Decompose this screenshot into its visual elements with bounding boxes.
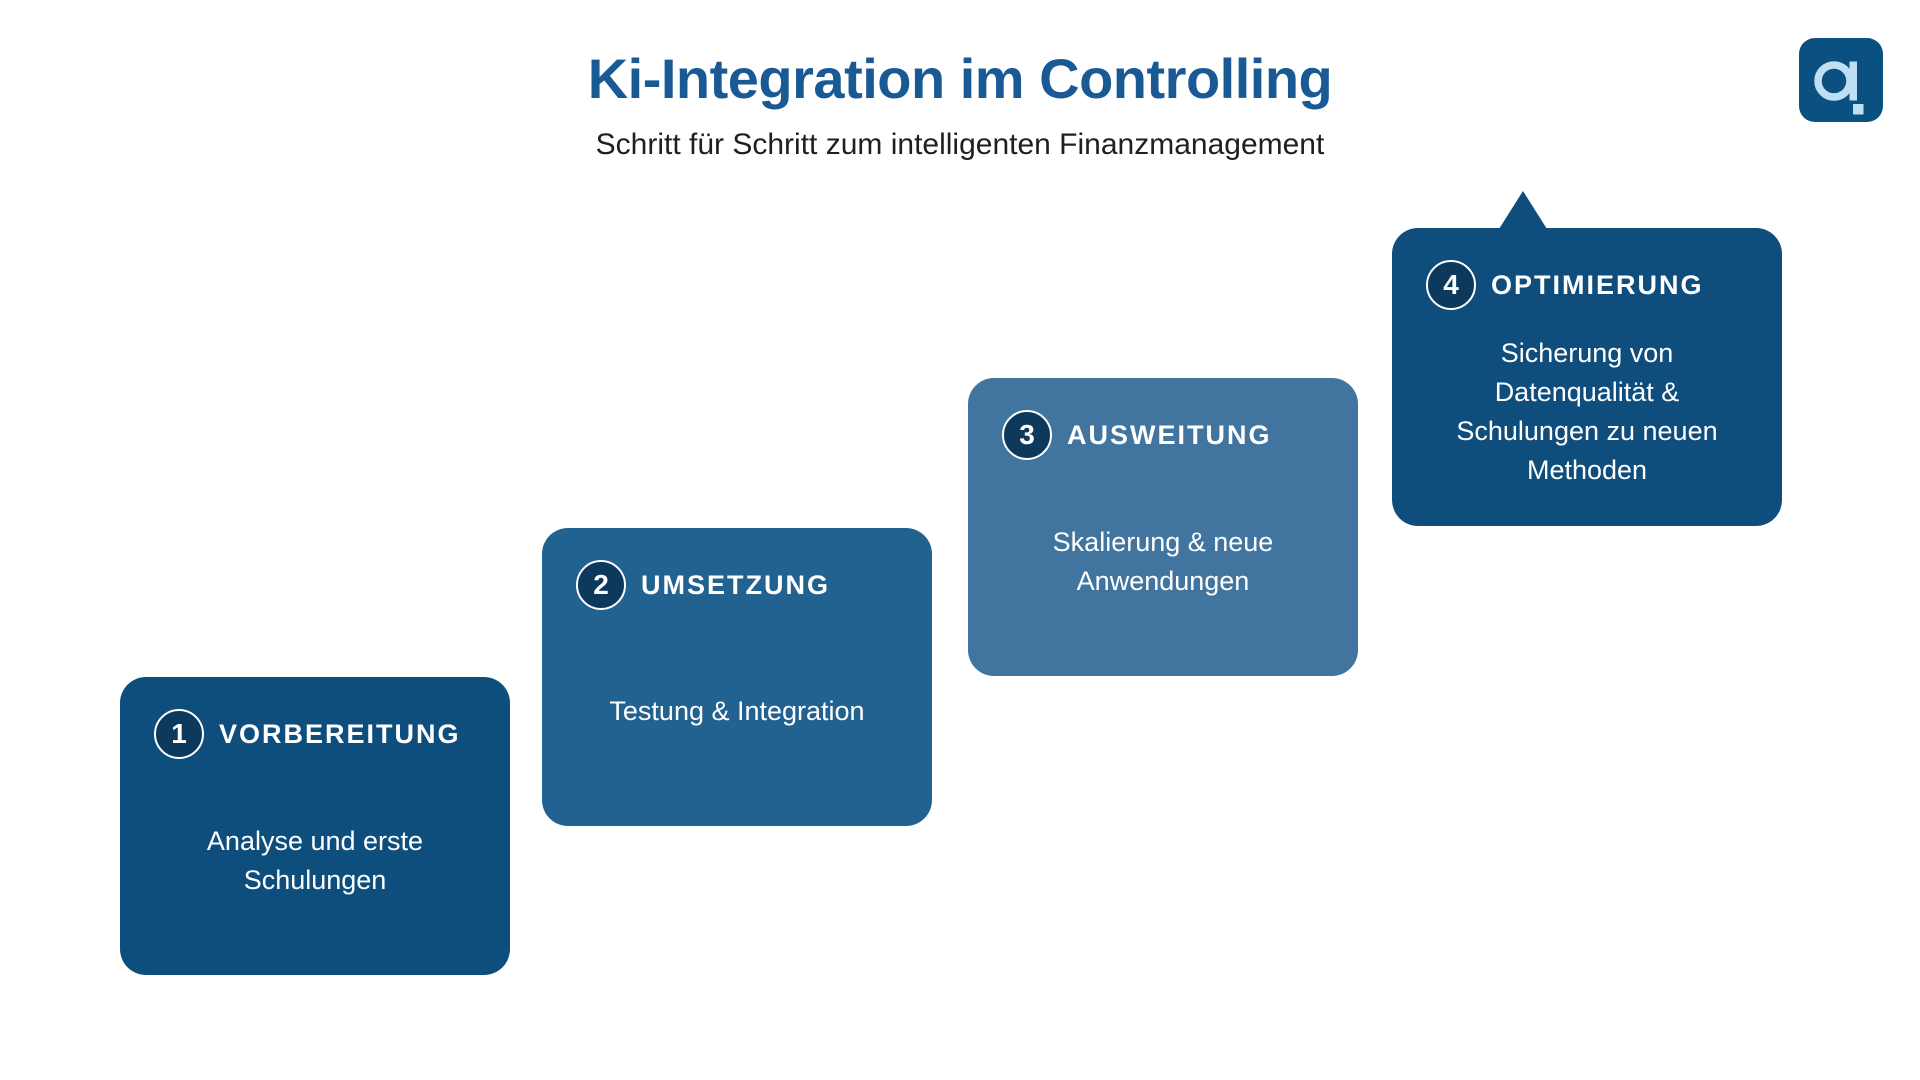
step-card-body: Skalierung & neue Anwendungen — [968, 460, 1358, 676]
step-card-body: Testung & Integration — [542, 610, 932, 826]
step-card-header: 1 VORBEREITUNG — [154, 709, 486, 759]
step-description: Testung & Integration — [609, 696, 865, 727]
step-card-4: 4 OPTIMIERUNG Sicherung von Datenqualitä… — [1392, 191, 1782, 526]
step-title: OPTIMIERUNG — [1491, 269, 1704, 300]
page-title: Ki-Integration im Controlling — [587, 47, 1333, 110]
step-card-3: 3 AUSWEITUNG Skalierung & neue Anwendung… — [968, 378, 1358, 676]
step-card-2: 2 UMSETZUNG Testung & Integration — [542, 528, 932, 826]
step-description: Analyse und erste Schulungen — [206, 825, 424, 895]
step-card-1: 1 VORBEREITUNG Analyse und erste Schulun… — [120, 677, 510, 975]
step-description: Sicherung von Datenqualität & Schulungen… — [1456, 337, 1718, 486]
page-subtitle: Schritt für Schritt zum intelligenten Fi… — [595, 128, 1325, 161]
brand-logo — [1799, 38, 1883, 122]
step-card-header: 3 AUSWEITUNG — [1002, 410, 1334, 460]
step-title: AUSWEITUNG — [1067, 419, 1272, 450]
step-card-header: 2 UMSETZUNG — [576, 560, 908, 610]
step-title: UMSETZUNG — [641, 569, 830, 600]
a-dot-letter-icon — [1814, 61, 1864, 115]
step-description: Skalierung & neue Anwendungen — [1052, 526, 1274, 596]
step-number-badge: 1 — [154, 709, 204, 759]
step-number-badge: 3 — [1002, 410, 1052, 460]
step-card-body: Sicherung von Datenqualität & Schulungen… — [1392, 310, 1782, 526]
pointer-up-triangle — [1499, 191, 1547, 229]
step-number-badge: 2 — [576, 560, 626, 610]
step-card-header: 4 OPTIMIERUNG — [1426, 260, 1758, 310]
step-title: VORBEREITUNG — [219, 718, 461, 749]
step-card-body: Analyse und erste Schulungen — [120, 759, 510, 975]
step-number-badge: 4 — [1426, 260, 1476, 310]
